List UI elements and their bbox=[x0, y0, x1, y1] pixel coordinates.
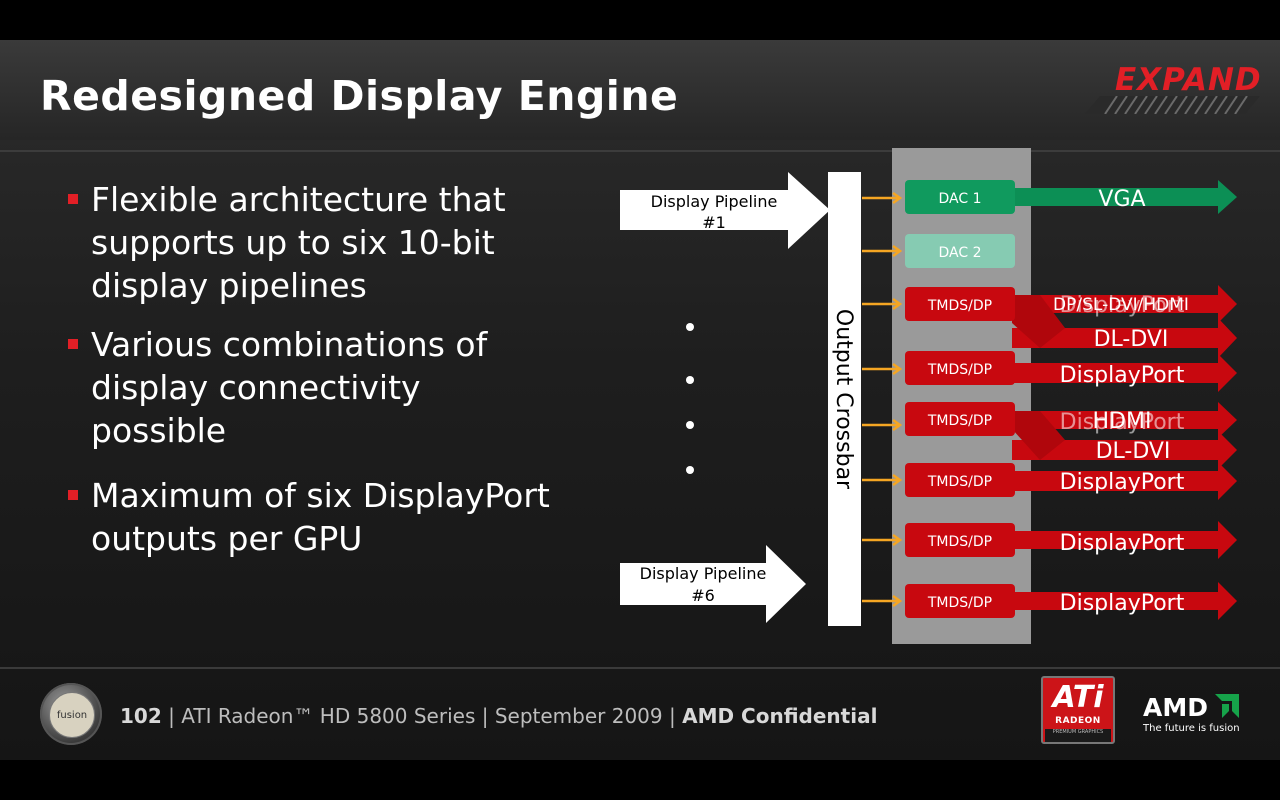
block-label: DAC 1 bbox=[939, 191, 982, 207]
bullet-item: Maximum of six DisplayPort outputs per G… bbox=[65, 474, 565, 560]
tmds-block bbox=[905, 351, 1015, 385]
pipeline-top-number: #1 bbox=[702, 213, 726, 232]
pipeline-bottom-label: Display Pipeline bbox=[640, 564, 767, 583]
fusion-logo: fusion bbox=[40, 683, 102, 745]
tmds-block bbox=[905, 584, 1015, 618]
slide: Redesigned Display Engine EXPAND Flexibl… bbox=[0, 40, 1280, 760]
block-label: TMDS/DP bbox=[927, 413, 992, 429]
pipeline-arrow-top bbox=[620, 172, 830, 249]
amd-arrow-icon bbox=[1215, 694, 1239, 718]
output-link bbox=[1012, 295, 1065, 348]
pipeline-top-label: Display Pipeline bbox=[651, 192, 778, 211]
footer-separator: | bbox=[669, 704, 683, 728]
ati-logo-text: ATi bbox=[1052, 680, 1104, 715]
ati-radeon-logo: ATi RADEON PREMIUM GRAPHICS bbox=[1041, 676, 1115, 744]
output-arrow bbox=[1012, 285, 1237, 323]
output-arrow bbox=[1012, 521, 1237, 559]
output-crossbar bbox=[828, 172, 861, 626]
title-band bbox=[0, 40, 1280, 140]
dac2-block bbox=[905, 234, 1015, 268]
footer-separator: | bbox=[481, 704, 495, 728]
block-label: TMDS/DP bbox=[927, 595, 992, 611]
crossbar-label: Output Crossbar bbox=[831, 309, 856, 490]
title-divider bbox=[0, 150, 1280, 152]
output-arrow bbox=[1012, 318, 1237, 358]
block-label: TMDS/DP bbox=[927, 362, 992, 378]
expand-logo: EXPAND bbox=[1115, 62, 1262, 98]
output-label: DisplayPort bbox=[1060, 363, 1185, 388]
footer-divider bbox=[0, 667, 1280, 669]
tmds-block bbox=[905, 463, 1015, 497]
footer-date: September 2009 bbox=[494, 704, 663, 728]
output-arrow bbox=[1012, 354, 1237, 392]
expand-stripes-icon bbox=[1085, 96, 1260, 114]
output-label: DP/SL-DVI/HDMI bbox=[1053, 295, 1189, 315]
tmds-block bbox=[905, 523, 1015, 557]
ellipsis-dot bbox=[686, 323, 694, 331]
output-label: HDMI bbox=[1093, 409, 1152, 434]
footer-confidential: AMD Confidential bbox=[682, 704, 878, 728]
ghost-label: DisplayPort bbox=[1060, 410, 1185, 435]
display-engine-diagram: Display Pipeline #1 Display Pipeline #6 … bbox=[620, 148, 1237, 644]
pipeline-arrow-bottom bbox=[620, 545, 806, 623]
ati-logo-sub2: PREMIUM GRAPHICS bbox=[1045, 729, 1111, 742]
output-label: DisplayPort bbox=[1060, 591, 1185, 616]
footer-separator: | bbox=[168, 704, 182, 728]
bullet-item: Various combinations of display connecti… bbox=[65, 323, 565, 452]
connector-arrows bbox=[862, 191, 903, 608]
output-label: DL-DVI bbox=[1096, 439, 1171, 464]
tmds-block bbox=[905, 402, 1015, 436]
footer-text: 102 | ATI Radeon™ HD 5800 Series | Septe… bbox=[120, 704, 877, 728]
dac1-block bbox=[905, 180, 1015, 214]
output-label: DisplayPort bbox=[1060, 531, 1185, 556]
pipeline-bottom-number: #6 bbox=[691, 586, 715, 605]
fusion-logo-label: fusion bbox=[49, 692, 95, 738]
output-arrow bbox=[1012, 402, 1237, 438]
block-label: TMDS/DP bbox=[927, 298, 992, 314]
block-label: TMDS/DP bbox=[927, 474, 992, 490]
page-number: 102 bbox=[120, 704, 162, 728]
ellipsis-dot bbox=[686, 421, 694, 429]
output-label: DisplayPort bbox=[1060, 470, 1185, 495]
output-arrow bbox=[1012, 431, 1237, 469]
block-label: TMDS/DP bbox=[927, 534, 992, 550]
bullet-item: Flexible architecture that supports up t… bbox=[65, 178, 565, 307]
amd-tagline: The future is fusion bbox=[1143, 723, 1240, 734]
bullet-list: Flexible architecture that supports up t… bbox=[65, 178, 565, 560]
page-title: Redesigned Display Engine bbox=[40, 72, 679, 120]
amd-logo: AMD bbox=[1143, 693, 1208, 722]
ati-logo-sub: RADEON bbox=[1055, 716, 1101, 726]
ellipsis-dot bbox=[686, 376, 694, 384]
ellipsis-dot bbox=[686, 466, 694, 474]
output-arrow bbox=[1012, 582, 1237, 620]
output-label: DL-DVI bbox=[1094, 327, 1169, 352]
output-arrow-vga bbox=[1012, 180, 1237, 214]
ghost-label: DisplayPort bbox=[1060, 293, 1185, 318]
footer-product: ATI Radeon™ HD 5800 Series bbox=[181, 704, 476, 728]
output-link bbox=[1012, 411, 1065, 460]
output-arrow bbox=[1012, 462, 1237, 500]
output-label: VGA bbox=[1098, 187, 1145, 212]
block-label: DAC 2 bbox=[939, 245, 982, 261]
output-panel bbox=[892, 148, 1031, 644]
tmds-block bbox=[905, 287, 1015, 321]
